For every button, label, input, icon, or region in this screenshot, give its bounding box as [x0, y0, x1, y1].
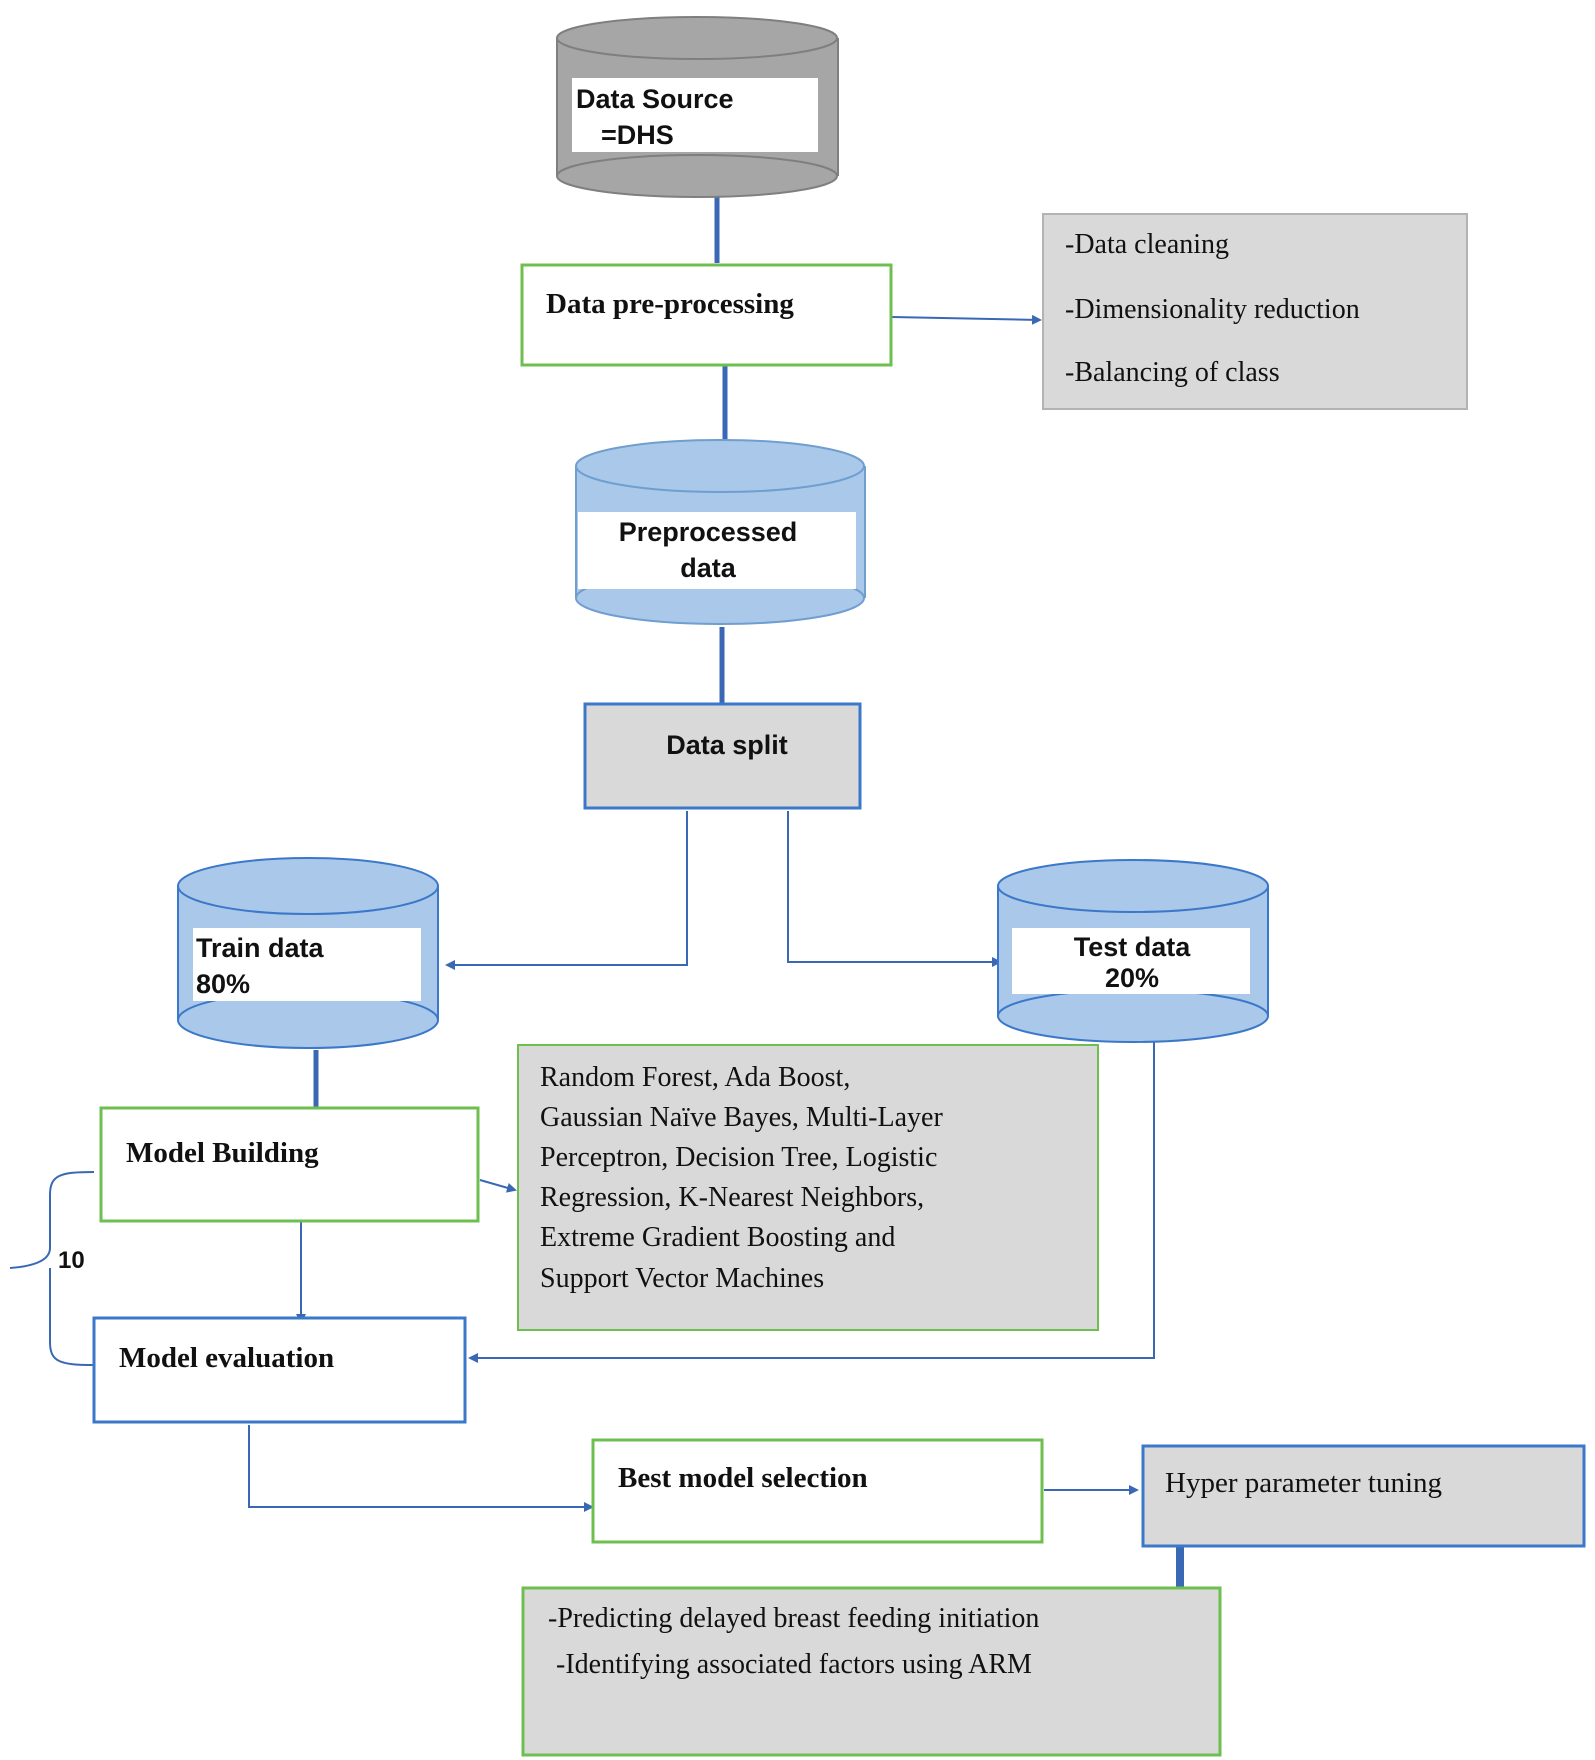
model-evaluation-box: Model evaluation	[92, 1316, 467, 1424]
model-building-box: Model Building	[99, 1106, 480, 1223]
test-data-cylinder: Test data 20%	[997, 859, 1269, 1043]
preprocessed-data-cylinder: Preprocessed data	[575, 439, 866, 625]
test-data-label-line1: Test data	[1074, 932, 1192, 962]
algorithms-line2: Gaussian Naïve Bayes, Multi-Layer	[540, 1102, 943, 1133]
preprocessed-label-line2: data	[680, 553, 737, 583]
connector-split-to-train	[445, 811, 688, 970]
algorithms-line5: Extreme Gradient Boosting and	[540, 1222, 895, 1253]
test-data-label-line2: 20%	[1105, 963, 1159, 993]
algorithms-line1: Random Forest, Ada Boost,	[540, 1062, 850, 1093]
train-data-cylinder: Train data 80%	[177, 857, 439, 1049]
preprocessed-label-line1: Preprocessed	[619, 517, 798, 547]
loop-count-label: 10	[58, 1247, 85, 1274]
train-data-label-line2: 80%	[196, 969, 250, 999]
algorithms-line4: Regression, K-Nearest Neighbors,	[540, 1182, 924, 1213]
preprocessing-steps-box: -Data cleaning -Dimensionality reduction…	[1042, 213, 1468, 410]
outcomes-box: -Predicting delayed breast feeding initi…	[521, 1586, 1222, 1757]
connector-preprocessing-to-steps	[891, 314, 1042, 325]
model-building-label: Model Building	[126, 1137, 319, 1169]
outcome-predicting: -Predicting delayed breast feeding initi…	[548, 1603, 1039, 1634]
best-model-label: Best model selection	[618, 1462, 868, 1494]
hyper-tuning-box: Hyper parameter tuning	[1141, 1444, 1586, 1548]
model-evaluation-label: Model evaluation	[119, 1342, 334, 1374]
connector-evaluation-to-best-model	[248, 1425, 594, 1512]
connector-test-to-evaluation	[468, 1040, 1155, 1363]
algorithms-line6: Support Vector Machines	[540, 1263, 824, 1294]
data-source-label-line2: =DHS	[601, 120, 674, 150]
connector-building-to-algorithms	[479, 1179, 517, 1193]
hyper-tuning-label: Hyper parameter tuning	[1165, 1467, 1442, 1499]
connectors	[9, 192, 1184, 1588]
algorithms-line3: Perceptron, Decision Tree, Logistic	[540, 1142, 937, 1173]
data-split-label: Data split	[666, 730, 788, 760]
data-split-box: Data split	[583, 702, 862, 810]
connector-split-to-test	[787, 811, 1002, 967]
data-source-label-line1: Data Source	[576, 84, 734, 114]
step-data-cleaning: -Data cleaning	[1065, 229, 1229, 260]
best-model-box: Best model selection	[591, 1438, 1044, 1544]
step-balancing-of-class: -Balancing of class	[1065, 357, 1280, 388]
step-dimensionality-reduction: -Dimensionality reduction	[1065, 294, 1360, 325]
train-data-label-line1: Train data	[196, 933, 325, 963]
data-source-cylinder: Data Source =DHS	[556, 16, 839, 198]
algorithms-box: Random Forest, Ada Boost, Gaussian Naïve…	[517, 1044, 1099, 1331]
outcome-identifying: -Identifying associated factors using AR…	[556, 1649, 1032, 1680]
loop-brace	[9, 1171, 95, 1366]
preprocessing-box: Data pre-processing	[520, 263, 893, 367]
preprocessing-label: Data pre-processing	[546, 288, 794, 320]
